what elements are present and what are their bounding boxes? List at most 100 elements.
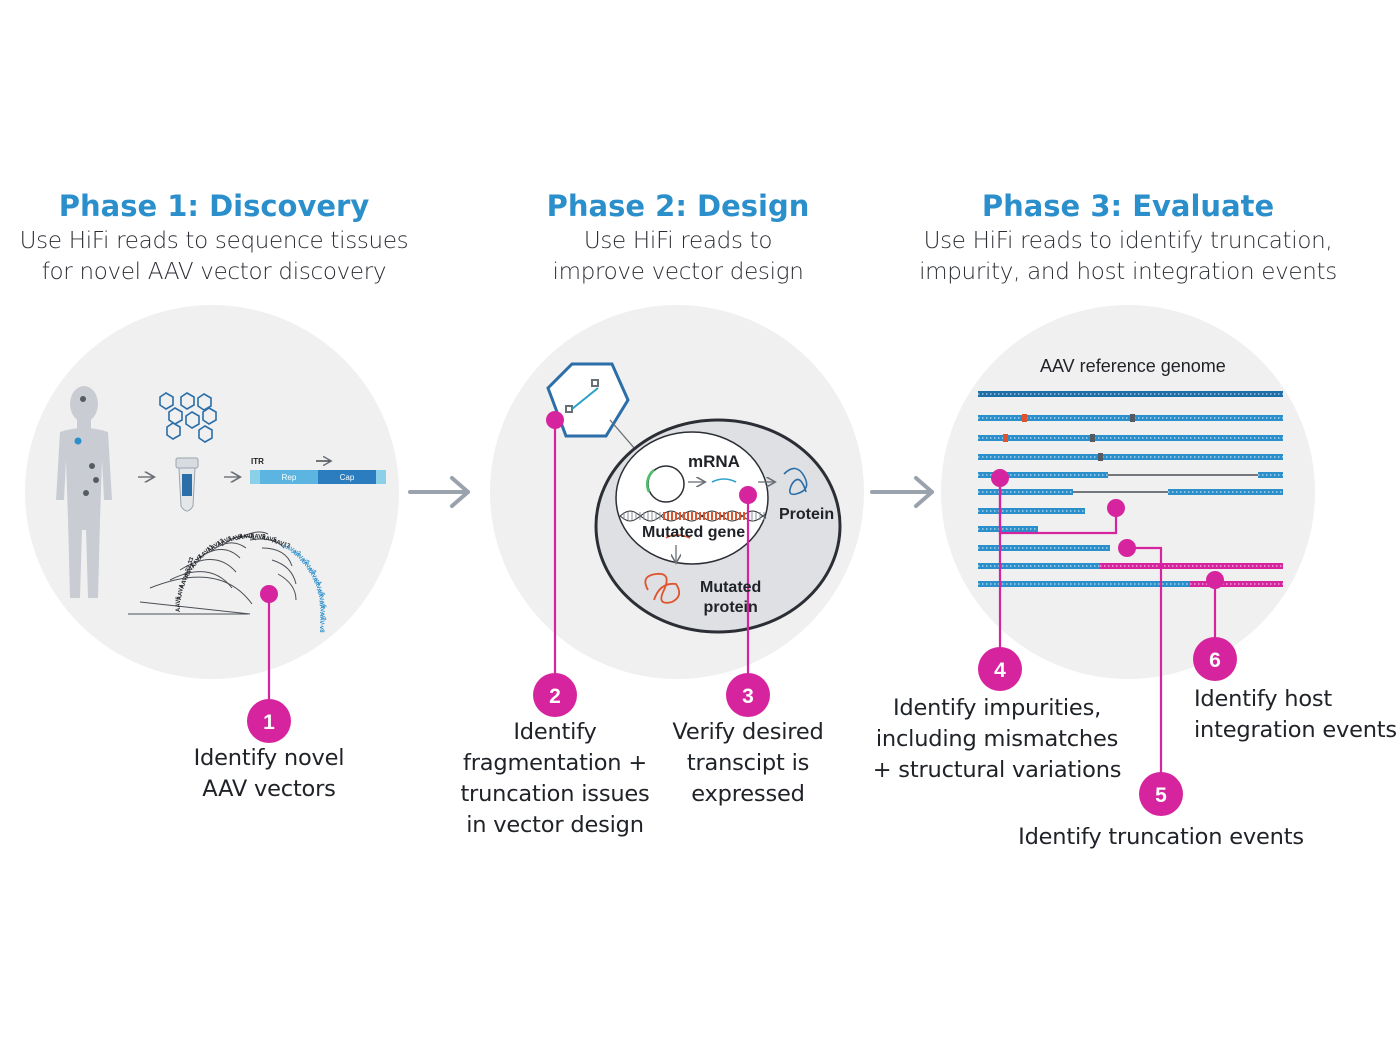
callout-4-caption: Identify impurities, including mismatche… [866,693,1128,786]
read-segment [978,489,1073,495]
callout-2-caption: Identify fragmentation + truncation issu… [435,717,675,841]
tree-label: AAV13 [271,538,291,550]
phase-3-header: Phase 3: Evaluate Use HiFi reads to iden… [898,186,1358,288]
anchor-dot [1107,499,1125,517]
mutated-mrna-icon [665,534,691,539]
callout-badge-5: 5 [1139,772,1183,816]
phase-3-title: Phase 3: Evaluate [981,189,1275,223]
host-read-segment [1190,581,1283,587]
host-read-segment [1100,563,1283,569]
tissue-dot-icon [89,463,95,469]
tree-label: AAV9 [250,535,266,541]
phase-2-subtitle-line: Use HiFi reads to [583,228,773,254]
tree-label: AAV6 [176,596,182,612]
callout-badge-4: 4 [978,647,1022,691]
anchor-dot [1118,539,1136,557]
caption-line: truncation issues [460,781,650,807]
svg-text:4: 4 [994,659,1006,682]
callout-anchor-dots [260,411,1224,603]
phase-3-subtitle-line: impurity, and host integration events [919,259,1337,285]
caption-line: + structural variations [872,757,1122,783]
anchor-dot [260,585,278,603]
phase-arrow-2 [870,476,934,508]
phase-2-header: Phase 2: Design Use HiFi reads to improv… [448,186,908,288]
tissue-dot-icon [80,396,86,402]
phase-1-subtitle-line: Use HiFi reads to sequence tissues [19,228,409,254]
tissue-dot-icon [93,477,99,483]
sequencing-cartridge-icon [175,457,199,512]
caption-line: transcipt is [686,750,810,776]
tree-label: AAV4 [177,584,185,601]
human-body-icon [56,386,112,598]
phase-2-title: Phase 2: Design [546,189,810,223]
mismatch-mark [1022,414,1027,422]
mrna-strand-icon [711,478,737,483]
capsid-cluster-icon [159,392,217,443]
phase-3-subtitle-line: Use HiFi reads to identify truncation, [923,228,1333,254]
svg-text:2: 2 [549,685,561,708]
vector-capsid-icon [546,362,630,438]
phase-1-header: Phase 1: Discovery Use HiFi reads to seq… [0,186,444,288]
mismatch-mark [1130,414,1135,422]
read-segment [978,581,1190,587]
mutated-protein-label-line: Mutated [700,579,762,596]
caption-line: Identify impurities, [892,695,1102,721]
aav-construct-icon: ITR Rep Cap [250,457,386,484]
svg-text:5: 5 [1155,784,1167,807]
reference-genome-label: AAV reference genome [1040,356,1226,376]
svg-text:6: 6 [1209,649,1221,672]
caption-line: Identify novel [193,745,345,771]
phase-1-circle [25,305,399,679]
callout-5-caption: Identify truncation events [1011,822,1311,853]
tissue-dot-icon [83,490,89,496]
protein-icon [783,467,808,496]
anchor-dot [1206,571,1224,589]
caption-line: Identify [513,719,597,745]
callout-1-caption: Identify novel AAV vectors [149,743,389,805]
phase-1-subtitle: Use HiFi reads to sequence tissues for n… [0,226,444,288]
caption-line: Verify desired [672,719,824,745]
caption-line: integration events [1194,717,1397,743]
nucleus-icon [615,431,769,565]
caption-line: expressed [691,781,805,807]
protein-label: Protein [779,506,835,523]
phase-1-title: Phase 1: Discovery [58,189,370,223]
vector-dna-icon [565,379,599,413]
mutated-gene-label: Mutated gene [642,524,746,541]
caption-line: AAV vectors [202,776,336,802]
caption-line: in vector design [466,812,644,838]
callout-badge-2: 2 [533,673,577,717]
tree-label: AAV-v8 [318,612,324,633]
sequencing-reads [978,391,1283,587]
tree-label: AAV2 [227,533,244,544]
caption-line: including mismatches [875,726,1119,752]
read-segment [978,526,1038,532]
mismatch-mark [1090,434,1095,442]
callout-badge-3: 3 [726,673,770,717]
callout-3-caption: Verify desired transcipt is expressed [638,717,858,810]
plasmid-gene-icon [645,469,655,493]
anchor-dot [991,469,1009,487]
caption-line: Identify host [1194,686,1333,712]
tissue-dot-icon [74,437,82,445]
callout-6-caption: Identify host integration events [1194,684,1397,746]
caption-line: Identify truncation events [1018,824,1304,850]
svg-text:1: 1 [263,711,275,734]
mutated-protein-icon [644,572,681,604]
cap-label: Cap [340,473,355,482]
tree-label: AAV8 [238,533,255,541]
mismatch-mark [1003,434,1008,442]
phase-3-subtitle: Use HiFi reads to identify truncation, i… [898,226,1358,288]
callout-leader-lines [267,420,1217,778]
anchor-dot [546,411,564,429]
mutated-protein-label: Mutated protein [700,578,761,618]
mutated-protein-label-line: protein [703,599,758,616]
phase-2-subtitle-line: improve vector design [552,259,804,285]
anchor-dot [739,486,757,504]
tree-label: AAV-v7 [317,600,326,622]
mismatch-mark [1098,453,1103,461]
itr-label: ITR [251,457,264,466]
phase-2-subtitle: Use HiFi reads to improve vector design [448,226,908,288]
callout-badge-6: 6 [1193,637,1237,681]
